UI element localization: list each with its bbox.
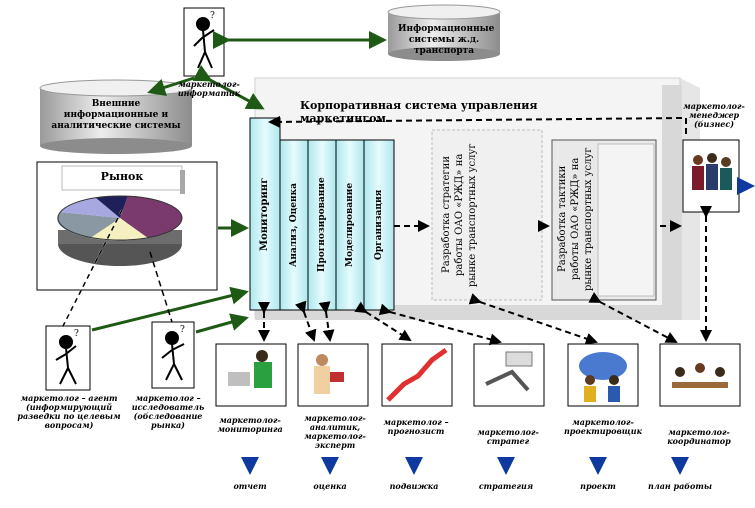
output-assessment: оценка	[313, 481, 347, 491]
strategy-box-text: Разработка стратегии работы ОАО «РЖД» на…	[441, 143, 478, 287]
output-strategy: стратегия	[478, 481, 534, 491]
columns-group	[249, 117, 395, 311]
dashed-arrows	[61, 115, 712, 346]
svg-text:?: ?	[180, 325, 185, 335]
role-monitoring: маркетолог-мониторинга	[217, 415, 283, 434]
svg-text:?: ?	[210, 11, 215, 21]
corporate-title: Корпоративная система управления маркети…	[300, 99, 538, 125]
external-systems-label: Внешние информационные и аналитические с…	[51, 99, 181, 131]
external-systems-cylinder	[39, 79, 193, 154]
role-strategist: маркетолог-стратег	[477, 427, 539, 446]
output-shift: подвижка	[389, 481, 439, 491]
figure-agent-icon: ?	[45, 325, 91, 391]
role-agent: маркетолог – агент (информирующий развед…	[17, 393, 121, 430]
blue-arrows	[241, 177, 755, 475]
figure-informant-icon: ?	[183, 7, 225, 77]
column-forecasting: Прогнозирование	[317, 177, 327, 273]
market-title: Рынок	[100, 170, 144, 183]
column-analysis: Анализ, Оценка	[289, 183, 299, 267]
role-coordinator: маркетолог-координатор	[667, 427, 731, 446]
output-work-plan: план работы	[648, 481, 712, 491]
role-researcher: маркетолог – исследователь (обследование…	[131, 393, 205, 430]
column-organization: Организация	[374, 189, 384, 261]
column-monitoring: Мониторинг	[259, 177, 270, 251]
role-expert: маркетолог-аналитик, маркетолог-эксперт	[304, 413, 366, 450]
strategy-box-frame	[431, 129, 543, 301]
role-informant: маркетолог-информатик	[177, 79, 241, 98]
role-forecaster: маркетолог – прогнозист	[383, 417, 449, 436]
column-modeling: Моделирование	[345, 182, 355, 268]
info-systems-cylinder	[387, 4, 501, 61]
role-projector: маркетолог-проектировщик	[563, 417, 643, 436]
manager-picture	[682, 139, 740, 213]
tactics-box-text: Разработка тактики работы ОАО «РЖД» на р…	[557, 147, 594, 291]
figure-researcher-icon: ?	[151, 321, 195, 389]
output-report: отчет	[233, 481, 267, 491]
output-project: проект	[580, 481, 616, 491]
svg-text:?: ?	[74, 329, 79, 339]
info-systems-label: Информационные системы ж.д. транспорта	[398, 24, 495, 56]
bottom-pictures	[215, 343, 741, 407]
role-manager: маркетолог-менеджер (бизнес)	[683, 101, 745, 129]
market-pie	[57, 195, 183, 266]
